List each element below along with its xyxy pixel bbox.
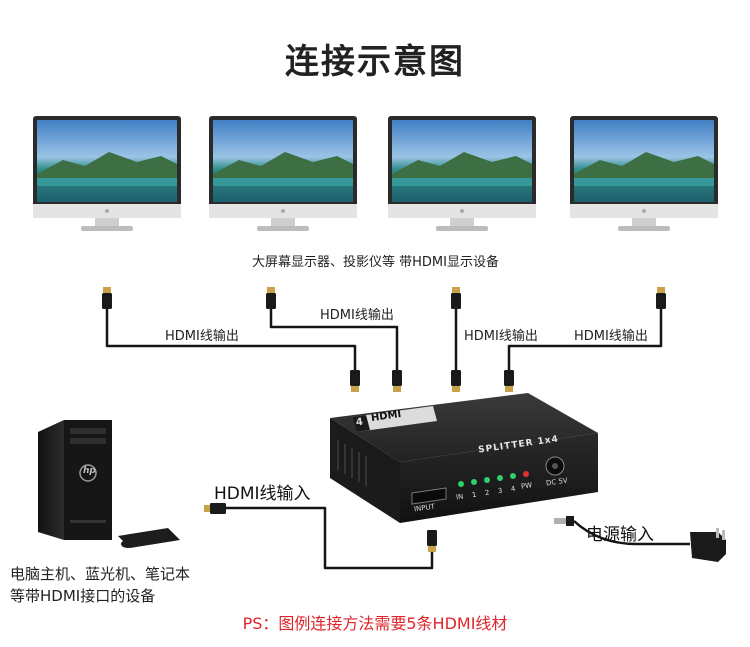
pc-tower [38,420,112,540]
hdmi-cable-input [215,506,434,570]
led-label-2: 2 [484,488,491,498]
hdmi-plug-input-left [204,503,226,514]
hdmi-cable-output-4 [507,309,663,370]
keyboard-mouse [118,528,180,548]
led-indicators [458,471,529,487]
hdmi-plug-bottom-4 [504,370,514,392]
monitor-3 [388,116,536,231]
hdmi-plug-bottom-2 [392,370,402,392]
output-label-2: HDMI线输出 [320,308,394,323]
splitter-logo-badge: 4 [355,416,364,429]
led-label-3: 3 [497,486,504,496]
hdmi-plug-bottom-3 [451,370,461,392]
output-label-3: HDMI线输出 [464,329,538,344]
hdmi-plug-top-1 [102,287,112,309]
power-label: 电源输入 [586,525,654,545]
led-label-4: 4 [510,484,517,494]
hp-logo-icon [79,464,97,482]
led-label-1: 1 [471,490,478,500]
led-label-pw: PW [520,481,533,491]
source-caption-line-2: 等带HDMI接口的设备 [10,587,156,605]
monitor-4 [570,116,718,231]
monitor-2 [209,116,357,231]
footnote: PS：图例连接方法需要5条HDMI线材 [242,614,508,633]
page-title: 连接示意图 [285,42,465,82]
led-label-in: IN [455,492,464,502]
output-label-4: HDMI线输出 [574,329,648,344]
hdmi-cable-output-1 [105,309,357,370]
hdmi-cable-output-2 [269,309,399,370]
hdmi-plug-top-3 [451,287,461,309]
hdmi-plug-top-4 [656,287,666,309]
source-caption: 电脑主机、蓝光机、笔记本 等带HDMI接口的设备 [10,563,190,607]
hdmi-plug-bottom-1 [350,370,360,392]
source-caption-line-1: 电脑主机、蓝光机、笔记本 [10,565,191,583]
hdmi-plug-input-splitter [427,530,437,552]
monitors-caption: 大屏幕显示器、投影仪等 带HDMI显示设备 [252,255,499,270]
output-label-1: HDMI线输出 [165,329,239,344]
monitor-1 [33,116,181,231]
input-label: HDMI线输入 [214,484,311,504]
pc-brand-logo: hp [83,466,96,476]
hdmi-plug-top-2 [266,287,276,309]
power-adapter [554,516,726,562]
